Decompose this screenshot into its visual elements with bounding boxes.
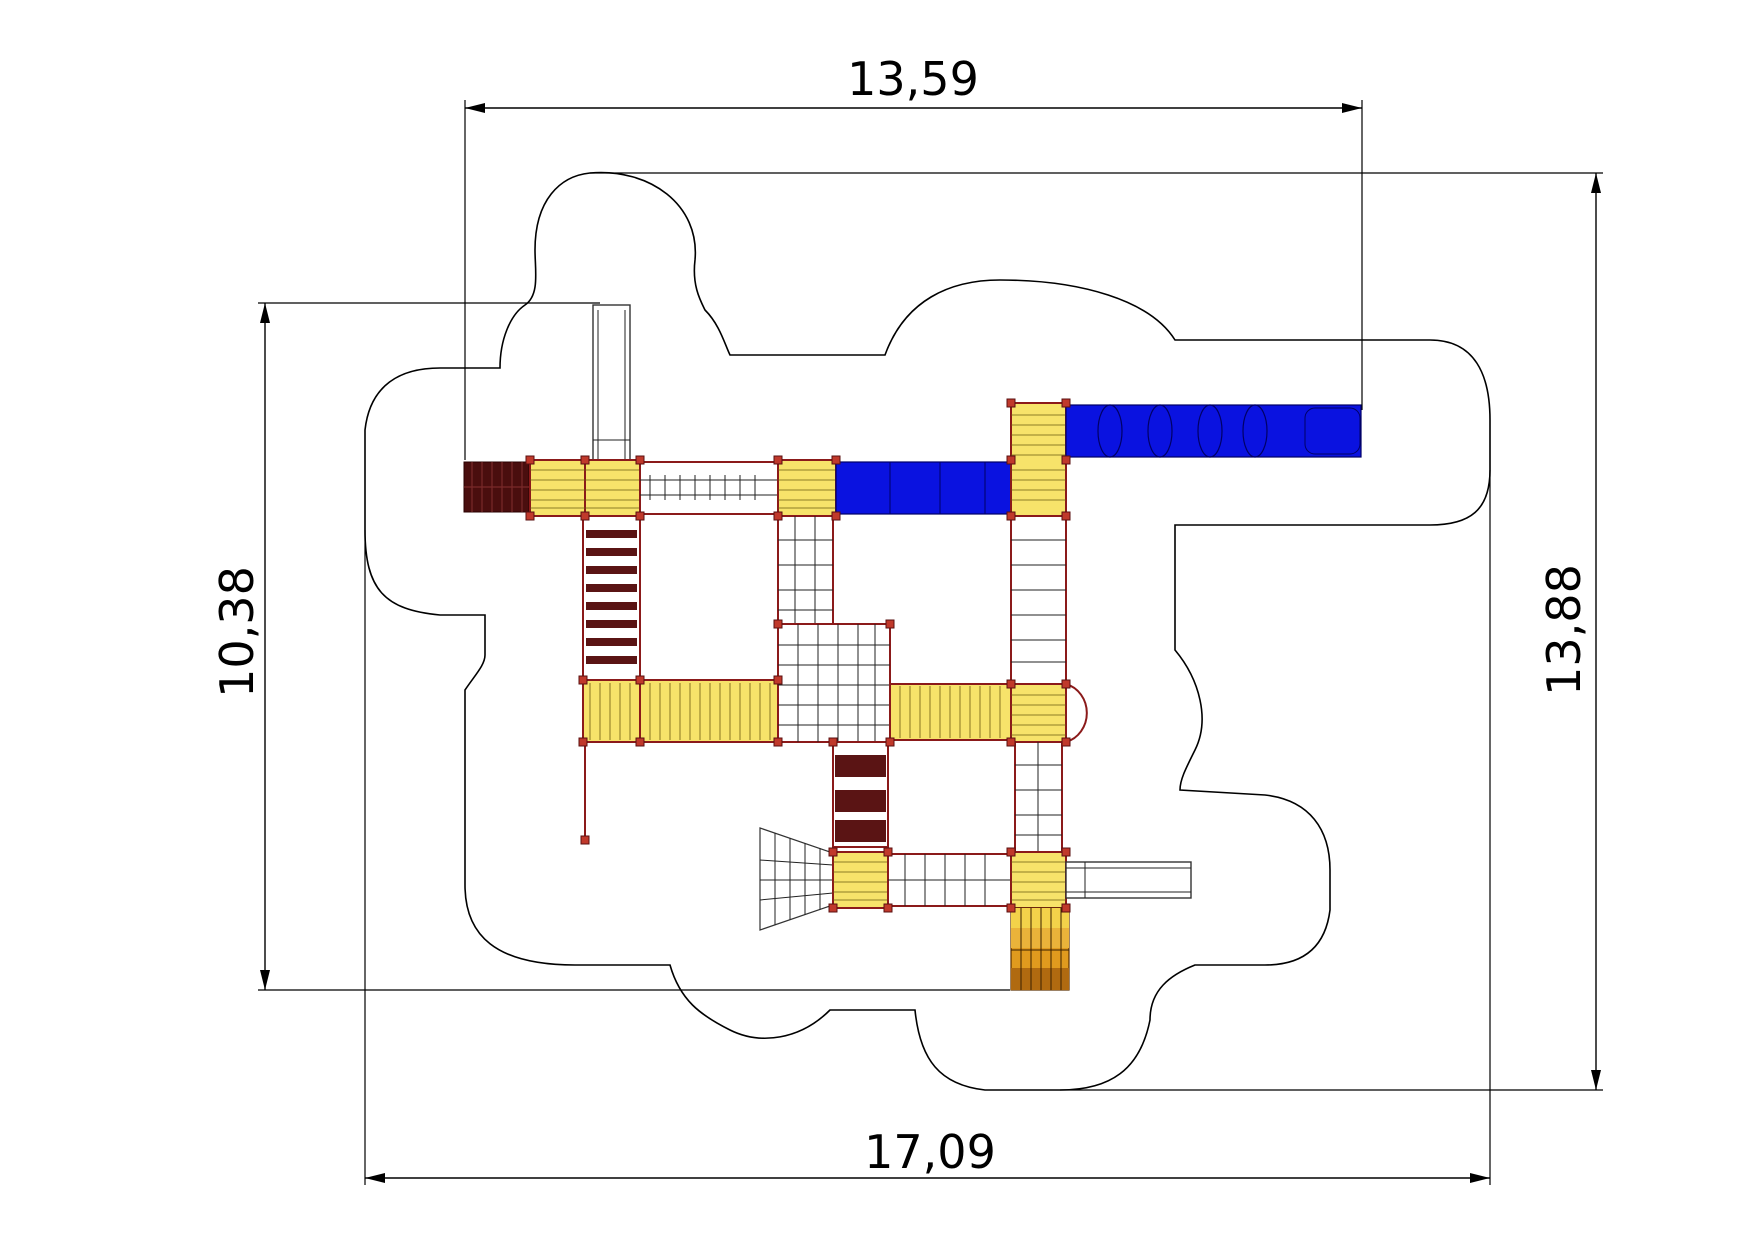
net-bridge-center xyxy=(777,515,834,625)
playground-structure xyxy=(463,304,1362,991)
deck-tower-northeast xyxy=(1010,402,1067,517)
stairs-south xyxy=(1010,907,1070,991)
slide-east xyxy=(1065,861,1192,899)
ladder-bridge-east xyxy=(1010,515,1067,685)
dimension-label-left: 10,38 xyxy=(210,566,264,698)
stairs-west xyxy=(463,461,530,513)
dimension-right-height: 13,88 xyxy=(590,172,1603,1091)
tube-slide-middle xyxy=(835,461,1012,515)
deck-row-top xyxy=(529,459,837,517)
ladder-southeast xyxy=(1014,741,1063,853)
dimension-label-right: 13,88 xyxy=(1537,564,1591,696)
ladder-west xyxy=(582,515,641,682)
slide-north xyxy=(592,304,631,466)
dimension-top-width: 13,59 xyxy=(464,52,1363,460)
deck-row-bottom xyxy=(832,851,1067,909)
dimension-left-height: 10,38 xyxy=(210,302,1010,991)
dimension-bottom-width: 17,09 xyxy=(364,470,1491,1185)
deck-row-middle xyxy=(582,623,1088,743)
dimension-label-top: 13,59 xyxy=(847,52,979,106)
dimension-label-bottom: 17,09 xyxy=(864,1125,996,1179)
safety-zone-outline xyxy=(364,171,1491,1091)
tube-slide-northeast xyxy=(1065,404,1362,458)
stairs-center xyxy=(832,741,889,848)
posts xyxy=(525,398,1071,913)
